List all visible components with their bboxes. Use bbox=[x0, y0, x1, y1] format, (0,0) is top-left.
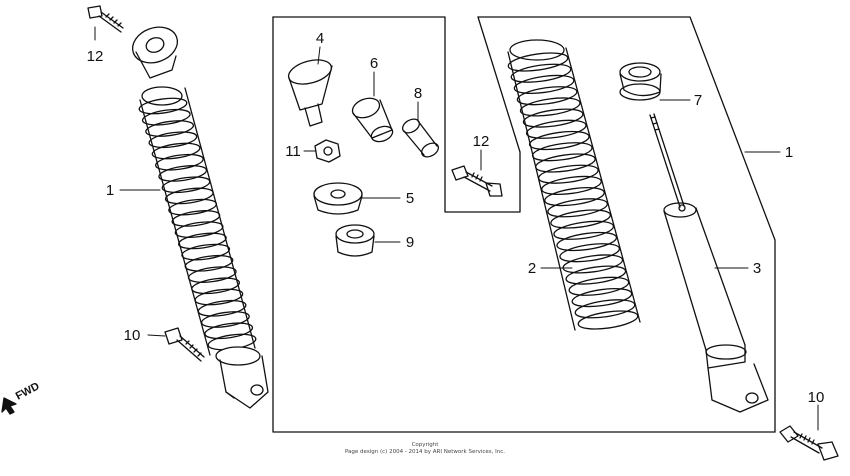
spring-coil bbox=[541, 175, 602, 196]
damper-3 bbox=[649, 113, 769, 413]
spring-coil bbox=[568, 276, 630, 296]
spring-coil bbox=[538, 164, 599, 184]
spring-coil bbox=[510, 63, 572, 83]
bolt-12-box bbox=[451, 165, 503, 197]
spring-coil bbox=[513, 74, 575, 95]
shock-absorber-assembled bbox=[131, 26, 269, 409]
callout-labels: 12 1 10 4 6 8 11 5 9 12 2 3 7 1 10 bbox=[87, 30, 825, 406]
spring-coil bbox=[171, 210, 221, 227]
callout-shock-left: 1 bbox=[106, 182, 114, 199]
copyright-line-2: Page design (c) 2004 - 2014 by ARI Netwo… bbox=[345, 449, 505, 455]
bolt-12-top bbox=[87, 5, 124, 33]
exploded-view-frame bbox=[272, 16, 776, 433]
spring-coil bbox=[531, 142, 593, 162]
spring-coil bbox=[525, 119, 587, 139]
spring-coil bbox=[535, 153, 596, 173]
spring-coil bbox=[522, 108, 584, 128]
spring-coil bbox=[174, 221, 224, 238]
copyright-notice: Copyright Page design (c) 2004 - 2014 by… bbox=[345, 442, 505, 455]
bolt-10-right bbox=[779, 425, 839, 461]
spring-coil bbox=[200, 311, 250, 328]
forward-label: FWD bbox=[14, 380, 42, 402]
callout-bolt-12-box: 12 bbox=[473, 133, 490, 150]
spring-coil bbox=[574, 299, 636, 319]
spring-coil bbox=[197, 299, 247, 317]
callout-collar-8: 8 bbox=[414, 85, 422, 102]
spring-coil bbox=[164, 187, 214, 205]
callout-spring-2: 2 bbox=[528, 260, 536, 277]
callout-bushing-9: 9 bbox=[406, 234, 414, 251]
spring-coil bbox=[138, 97, 188, 115]
spring-coil bbox=[204, 322, 254, 340]
spring-coil bbox=[559, 243, 621, 263]
callout-shock-right: 1 bbox=[785, 144, 793, 161]
leader-lines bbox=[94, 26, 819, 431]
callout-bolt-10-right: 10 bbox=[808, 389, 825, 406]
spring-coil bbox=[177, 232, 227, 250]
spring-coil bbox=[191, 277, 241, 295]
spring-coil bbox=[577, 310, 639, 330]
spring-coil bbox=[151, 142, 201, 160]
callout-spring-seat-7: 7 bbox=[694, 92, 702, 109]
spring-coil bbox=[556, 231, 618, 252]
callout-damper-3: 3 bbox=[753, 260, 761, 277]
forward-arrow-icon bbox=[1, 397, 17, 415]
callout-collar-4: 4 bbox=[316, 30, 324, 47]
spring-coil bbox=[168, 198, 218, 216]
spring-coil bbox=[148, 131, 198, 149]
spring-coil bbox=[544, 186, 605, 207]
spring-coil bbox=[516, 86, 578, 106]
spring-coil bbox=[158, 165, 208, 182]
callout-rubber-5: 5 bbox=[406, 190, 414, 207]
bushing-9 bbox=[335, 224, 375, 257]
callout-bolt-10-left: 10 bbox=[124, 327, 141, 344]
spring-coil bbox=[571, 287, 633, 308]
spring-coil bbox=[161, 176, 211, 194]
spring-coil bbox=[528, 130, 590, 151]
spring-coil bbox=[187, 266, 237, 283]
spring-coil bbox=[519, 97, 581, 117]
spring-coil bbox=[184, 254, 234, 272]
bolt-10-left bbox=[164, 327, 205, 362]
spring-coil bbox=[550, 209, 611, 229]
spring-coil bbox=[154, 153, 204, 171]
callout-bolt-12-top: 12 bbox=[87, 48, 104, 65]
coil-spring-2 bbox=[507, 39, 641, 331]
rubber-5 bbox=[313, 182, 363, 215]
spring-coil bbox=[565, 265, 627, 285]
spring-coil bbox=[553, 220, 615, 240]
copyright-line-1: Copyright bbox=[412, 442, 440, 448]
spring-coil bbox=[181, 243, 231, 261]
nut-11 bbox=[314, 139, 341, 163]
callout-bushing-6: 6 bbox=[370, 55, 378, 72]
collar-8 bbox=[401, 118, 440, 158]
bushing-6 bbox=[351, 97, 394, 143]
spring-coil bbox=[194, 288, 244, 306]
callout-nut-11: 11 bbox=[285, 143, 301, 160]
spring-coil bbox=[145, 120, 195, 137]
spring-coil bbox=[507, 52, 569, 72]
spring-seat-7 bbox=[619, 62, 662, 101]
spring-coil bbox=[141, 108, 191, 126]
spring-coil bbox=[562, 254, 624, 274]
spring-coil bbox=[547, 198, 608, 218]
collar-4 bbox=[287, 59, 333, 127]
